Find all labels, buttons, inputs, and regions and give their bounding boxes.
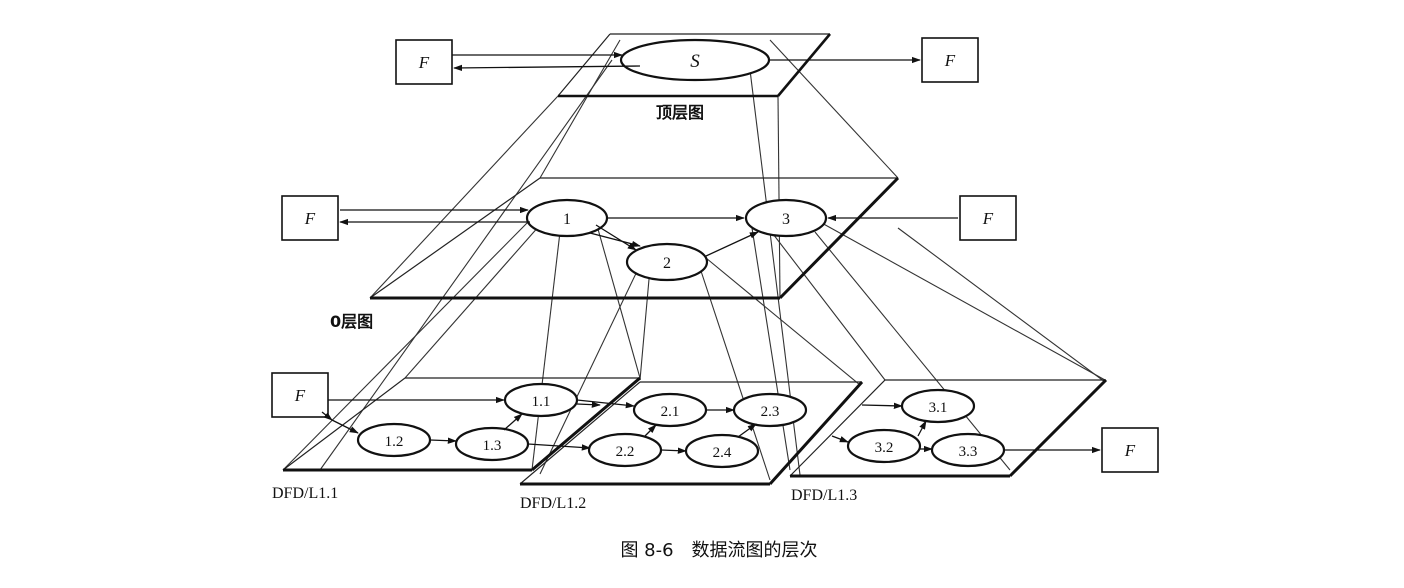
level1-flows	[321, 396, 1101, 454]
process-1-label: 1	[563, 211, 571, 228]
process-3-1-label: 3.1	[929, 400, 948, 416]
level0-caption: 0层图	[330, 312, 373, 331]
process-1-3-label: 1.3	[483, 438, 502, 454]
process-1-1: 1.1	[503, 382, 579, 418]
process-2-2: 2.2	[587, 432, 663, 468]
level0-flows	[339, 206, 958, 257]
process-2-1: 2.1	[632, 392, 708, 428]
external-entity-level1-left: F	[271, 372, 329, 418]
external-entity-top-left: F	[395, 39, 453, 85]
process-2-2-label: 2.2	[616, 444, 635, 460]
external-entity-level0-right: F	[959, 195, 1017, 241]
projection-lines	[282, 39, 1106, 481]
external-entity-level1-right: F	[1101, 427, 1159, 473]
process-s-label: S	[690, 51, 700, 72]
level1-plane-2	[519, 380, 864, 486]
external-entity-label: F	[294, 386, 306, 405]
external-entity-level0-left: F	[281, 195, 339, 241]
process-2-label: 2	[663, 255, 671, 272]
level1-plane-1	[282, 376, 641, 472]
process-1-1-label: 1.1	[532, 394, 551, 410]
top-level-plane	[557, 33, 831, 98]
external-entity-label: F	[944, 51, 956, 70]
process-3-2-label: 3.2	[875, 440, 894, 456]
process-2-4-label: 2.4	[713, 445, 732, 461]
level1-caption-3: DFD/L1.3	[791, 487, 857, 504]
process-2: 2	[625, 242, 709, 282]
process-2-3: 2.3	[732, 392, 808, 428]
level0-plane	[369, 176, 900, 300]
process-3-label: 3	[782, 211, 790, 228]
process-2-4: 2.4	[684, 433, 760, 469]
top-level-caption: 顶层图	[656, 103, 704, 122]
level1-caption-2: DFD/L1.2	[520, 495, 586, 512]
process-2-1-label: 2.1	[661, 404, 680, 420]
external-entity-label: F	[982, 209, 994, 228]
level1-caption-1: DFD/L1.1	[272, 485, 338, 502]
process-3-3-label: 3.3	[959, 444, 978, 460]
figure-caption: 图 8-6 数据流图的层次	[620, 540, 817, 561]
top-level-flows	[452, 51, 921, 72]
process-3-3: 3.3	[930, 432, 1006, 468]
external-entity-label: F	[418, 53, 430, 72]
external-entity-label: F	[304, 209, 316, 228]
external-entity-top-right: F	[921, 37, 979, 83]
process-2-3-label: 2.3	[761, 404, 780, 420]
process-1-2: 1.2	[356, 422, 432, 458]
process-1: 1	[525, 198, 609, 238]
process-1-2-label: 1.2	[385, 434, 404, 450]
process-3-2: 3.2	[846, 428, 922, 464]
external-entity-label: F	[1124, 441, 1136, 460]
process-3: 3	[744, 198, 828, 238]
process-1-3: 1.3	[454, 426, 530, 462]
process-3-1: 3.1	[900, 388, 976, 424]
level1-plane-3	[789, 378, 1108, 478]
process-s: S	[619, 38, 771, 82]
